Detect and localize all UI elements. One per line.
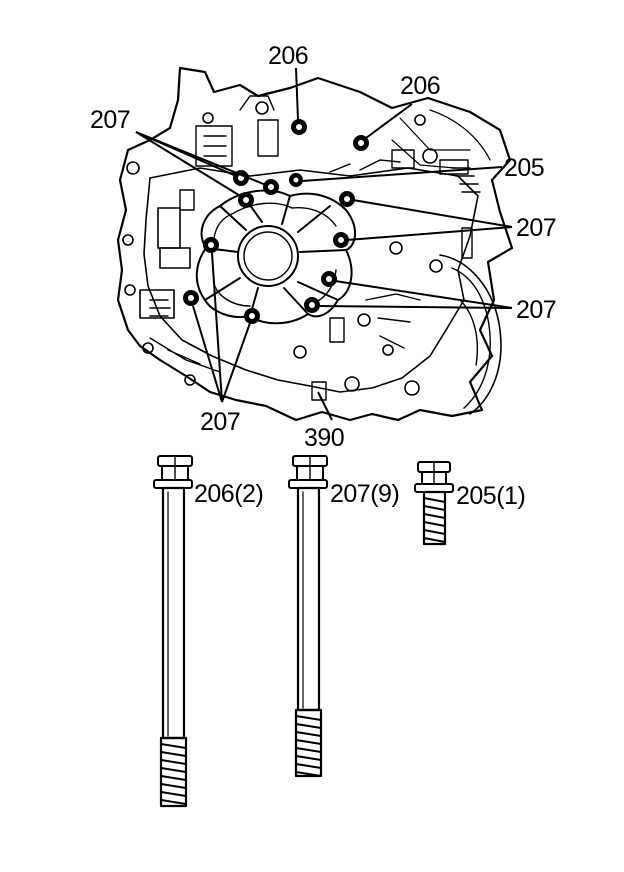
bolt-207-location-marker	[183, 290, 199, 306]
bolt-location-markers	[183, 119, 369, 324]
leader-lines	[135, 67, 513, 421]
callout-207-top-left: 207	[90, 106, 130, 134]
callout-205: 205	[504, 154, 544, 182]
leader-207-bottom-b	[192, 305, 223, 403]
leader-207-top-left-b	[135, 131, 243, 198]
short-bolt-icon	[414, 461, 454, 546]
leader-207-right-upper-a	[352, 199, 513, 228]
callout-206-left: 206	[268, 42, 308, 70]
leader-207-bottom-a	[211, 252, 223, 403]
transmission-case-illustration	[116, 66, 514, 422]
long-bolt-icon	[288, 455, 328, 778]
bolt-205: 205(1)	[414, 461, 526, 546]
bolt-206-label: 206(2)	[194, 480, 263, 508]
long-bolt-icon	[153, 455, 193, 808]
callout-207-bottom: 207	[200, 408, 240, 436]
bolt-207-location-marker	[304, 297, 320, 313]
valve-body-details	[122, 95, 481, 401]
callout-206-right: 206	[400, 72, 440, 100]
callout-207-right-lower: 207	[516, 296, 556, 324]
bolt-207-location-marker	[203, 237, 219, 253]
bolt-206-location-marker	[353, 135, 369, 151]
bolt-207-location-marker	[333, 232, 349, 248]
leader-207-right-lower-a	[334, 280, 513, 309]
leader-390	[317, 391, 333, 421]
leader-207-right-lower-b	[317, 305, 513, 309]
callout-labels: 206 206 207 205 207 207 207 390	[90, 42, 557, 452]
bolt-205-location-marker	[289, 173, 303, 187]
bolt-207-label: 207(9)	[330, 480, 399, 508]
leader-207-right-upper-b	[346, 226, 513, 241]
bolt-207-location-marker	[339, 191, 355, 207]
leader-205	[301, 166, 503, 182]
bolt-207-location-marker	[238, 192, 254, 208]
leader-206-left	[295, 67, 299, 121]
bolt-207-location-marker	[263, 179, 279, 195]
callout-390: 390	[304, 424, 344, 452]
bolt-205-label: 205(1)	[456, 482, 525, 510]
leader-207-bottom-c	[221, 322, 251, 403]
central-web-pattern	[195, 189, 356, 325]
leader-207-top-left-c	[135, 131, 267, 186]
bolt-206: 206(2)	[153, 455, 264, 808]
callout-207-right-upper: 207	[516, 214, 556, 242]
bolt-206-location-marker	[291, 119, 307, 135]
leader-206-right	[365, 103, 413, 139]
bolt-207: 207(9)	[288, 455, 400, 778]
bolt-207-location-marker	[244, 308, 260, 324]
bolt-207-location-marker	[321, 271, 337, 287]
